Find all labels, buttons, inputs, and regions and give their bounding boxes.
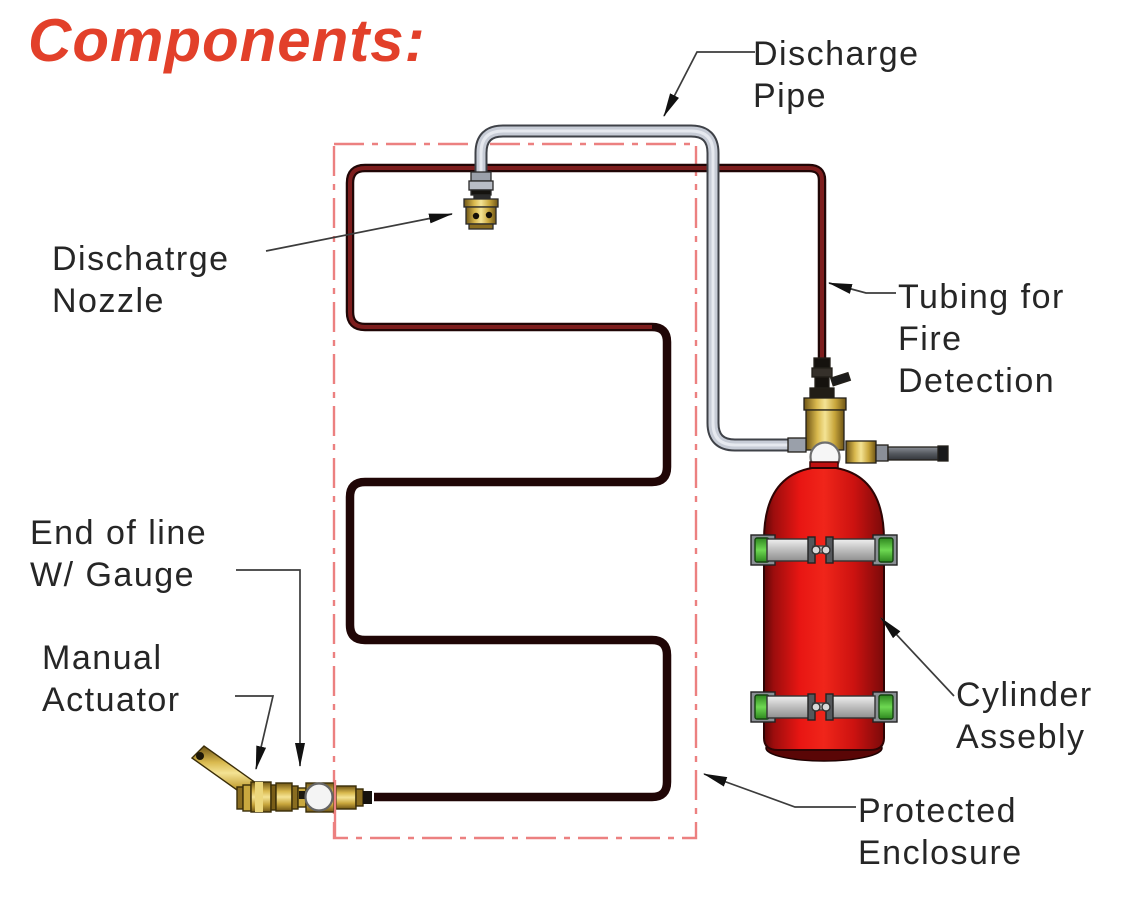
label-manual-actuator: Manual Actuator — [42, 637, 181, 721]
label-protected-enclosure: Protected Enclosure — [858, 790, 1023, 874]
page-title: Components: — [28, 7, 426, 74]
cylinder-graphic — [750, 461, 898, 762]
label-cylinder-assembly-line2: Assebly — [956, 718, 1086, 756]
label-cylinder-assembly-line1: Cylinder — [956, 676, 1093, 714]
protected-enclosure-outline — [332, 142, 698, 840]
label-discharge-pipe: Discharge Pipe — [753, 33, 920, 117]
label-fire-detection-tubing-line3: Detection — [898, 362, 1056, 400]
leader-lines — [235, 51, 955, 808]
manual-actuator-graphic — [190, 745, 372, 813]
mounting-strap-upper — [750, 534, 898, 566]
label-end-of-line-gauge: End of line W/ Gauge — [30, 512, 207, 596]
mounting-strap-lower — [750, 691, 898, 723]
label-manual-actuator-line1: Manual — [42, 639, 163, 677]
leader-discharge-pipe — [663, 51, 755, 117]
leader-fire-detection-tubing — [828, 282, 896, 294]
label-fire-detection-tubing-line1: Tubing for — [898, 278, 1065, 316]
discharge-nozzle-graphic — [463, 171, 499, 230]
label-manual-actuator-line2: Actuator — [42, 681, 181, 719]
cylinder-valve-graphic — [787, 357, 949, 473]
leader-discharge-nozzle — [265, 213, 453, 252]
label-fire-detection-tubing-line2: Fire — [898, 320, 963, 358]
end-of-line-gauge-graphic — [304, 782, 334, 812]
label-end-of-line-gauge-line1: End of line — [30, 514, 208, 552]
label-fire-detection-tubing: Tubing for Fire Detection — [898, 276, 1065, 402]
fire-detection-tubing-graphic — [345, 163, 827, 802]
leader-cylinder-assembly — [880, 617, 955, 697]
label-cylinder-assembly: Cylinder Assebly — [956, 674, 1093, 758]
leader-end-of-line-gauge — [236, 569, 305, 767]
label-end-of-line-gauge-line2: W/ Gauge — [30, 556, 196, 594]
leader-manual-actuator — [235, 695, 275, 770]
discharge-pipe-graphic — [474, 124, 796, 452]
leader-protected-enclosure — [703, 773, 856, 808]
label-discharge-nozzle-line1: Dischatrge — [52, 240, 230, 278]
label-discharge-pipe-line1: Discharge — [753, 35, 920, 73]
label-protected-enclosure-line1: Protected — [858, 792, 1018, 830]
label-discharge-nozzle: Dischatrge Nozzle — [52, 238, 230, 322]
label-discharge-nozzle-line2: Nozzle — [52, 282, 165, 320]
label-protected-enclosure-line2: Enclosure — [858, 834, 1023, 872]
label-discharge-pipe-line2: Pipe — [753, 77, 828, 115]
